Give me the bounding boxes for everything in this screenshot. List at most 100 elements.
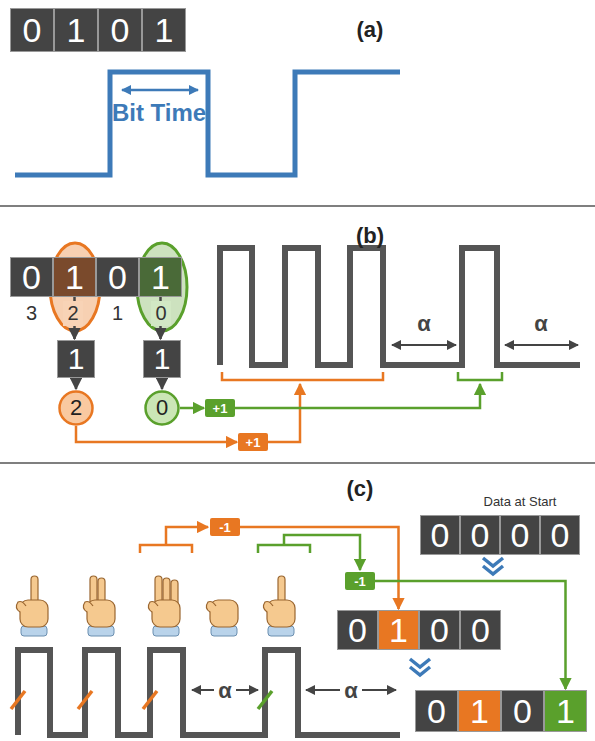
thumb [206,602,216,613]
thumb [16,602,26,613]
node-text: 0 [156,397,168,419]
bit-cell: 1 [544,690,587,732]
hand-counts [16,576,295,636]
node-text: 0 [431,518,450,552]
count-bracket [140,545,192,553]
node-text: 0 [551,518,570,552]
decrement-tag: -1 [345,572,375,590]
bit-cell: 0 [10,8,54,52]
thumb [263,602,273,613]
alpha-arrow [392,344,456,346]
connector-arrow [161,378,164,389]
bit-cell: 1 [458,690,501,732]
node-text: 2 [70,397,82,419]
down-chevron [410,558,503,675]
node-text: 0 [513,694,532,728]
node-text: 0 [23,13,42,47]
bit-value-box: 1 [143,340,181,378]
bit-cell: 0 [98,8,142,52]
bit-index: 3 [10,301,53,326]
pulse-waveform [18,650,400,735]
thumb [148,602,158,613]
count-bracket [258,545,310,553]
connector-arrow [240,527,399,609]
bit-index: 1 [96,301,139,326]
node-text: 1 [155,13,174,47]
data-start-label: Data at Start [450,494,590,510]
bit-cell: 1 [139,257,182,297]
bit-cell: 0 [500,515,540,555]
node-text: 1 [65,260,84,294]
nrz-waveform [15,72,400,175]
node-text: 0 [471,613,490,647]
bit-value-box: 1 [57,340,95,378]
chevron [483,558,503,566]
alpha-label: α [214,677,236,705]
node-text: -1 [219,521,231,534]
chevron [410,667,430,675]
node-text: 0 [111,13,130,47]
count-mark [258,691,272,709]
node-text: 1 [470,694,489,728]
node-text: 1 [154,344,171,374]
count-mark [78,691,92,709]
node-text: 0 [471,518,490,552]
highlight-ellipse [50,243,100,331]
circle-shape [146,392,179,425]
bit-cell: 0 [337,610,378,650]
bit-time-label: Bit Time [110,98,208,128]
node-text: 1 [68,344,85,374]
bit-cell: 1 [53,257,96,297]
connector-arrow [180,407,204,410]
bit-cell: 0 [460,610,501,650]
bit-cell: 1 [54,8,98,52]
alpha-label: α [340,677,362,705]
node-text: 0 [108,260,127,294]
node-text: 0 [22,260,41,294]
node-text: 1 [67,13,86,47]
bit-cell: 0 [501,690,544,732]
decrement-tag: -1 [210,518,240,536]
bit-cell: 0 [419,610,460,650]
position-circle: 0 [144,390,180,426]
bit-index: 2 [63,301,83,326]
circle-shape [60,392,93,425]
bit-cell: 1 [378,610,419,650]
node-text: -1 [354,575,366,588]
pulse-waveform [220,248,580,365]
highlight-ellipse [137,243,187,331]
node-text: 1 [556,694,575,728]
bit-cell: 1 [142,8,186,52]
bit-index: 0 [151,301,171,326]
bit-cell: 0 [96,257,139,297]
node-text: 1 [389,613,408,647]
thumb [83,602,93,613]
bit-cell: 0 [415,690,458,732]
node-text: 1 [151,260,170,294]
bit-cell: 0 [460,515,500,555]
panel-letter: (c) [320,475,400,503]
node-text: 0 [427,694,446,728]
connector-arrow [76,426,237,442]
node-text: 0 [430,613,449,647]
bit-cell: 0 [420,515,460,555]
count-line [166,527,208,545]
panel-divider [0,462,595,464]
node-text: +1 [246,436,261,449]
node-text: 0 [511,518,530,552]
increment-tag: +1 [205,399,235,417]
panel-letter: (a) [330,16,410,44]
connector-arrow [75,378,78,389]
panel-letter: (b) [330,222,410,250]
count-mark [143,691,157,709]
increment-tag: +1 [238,433,268,451]
count-arrow [268,384,300,442]
pulse-bracket [222,372,383,380]
node-text: +1 [213,402,228,415]
node-text: 0 [348,613,367,647]
panel-divider [0,205,595,207]
bit-cell: 0 [10,257,53,297]
count-line [284,535,360,570]
bit-cell: 0 [540,515,580,555]
